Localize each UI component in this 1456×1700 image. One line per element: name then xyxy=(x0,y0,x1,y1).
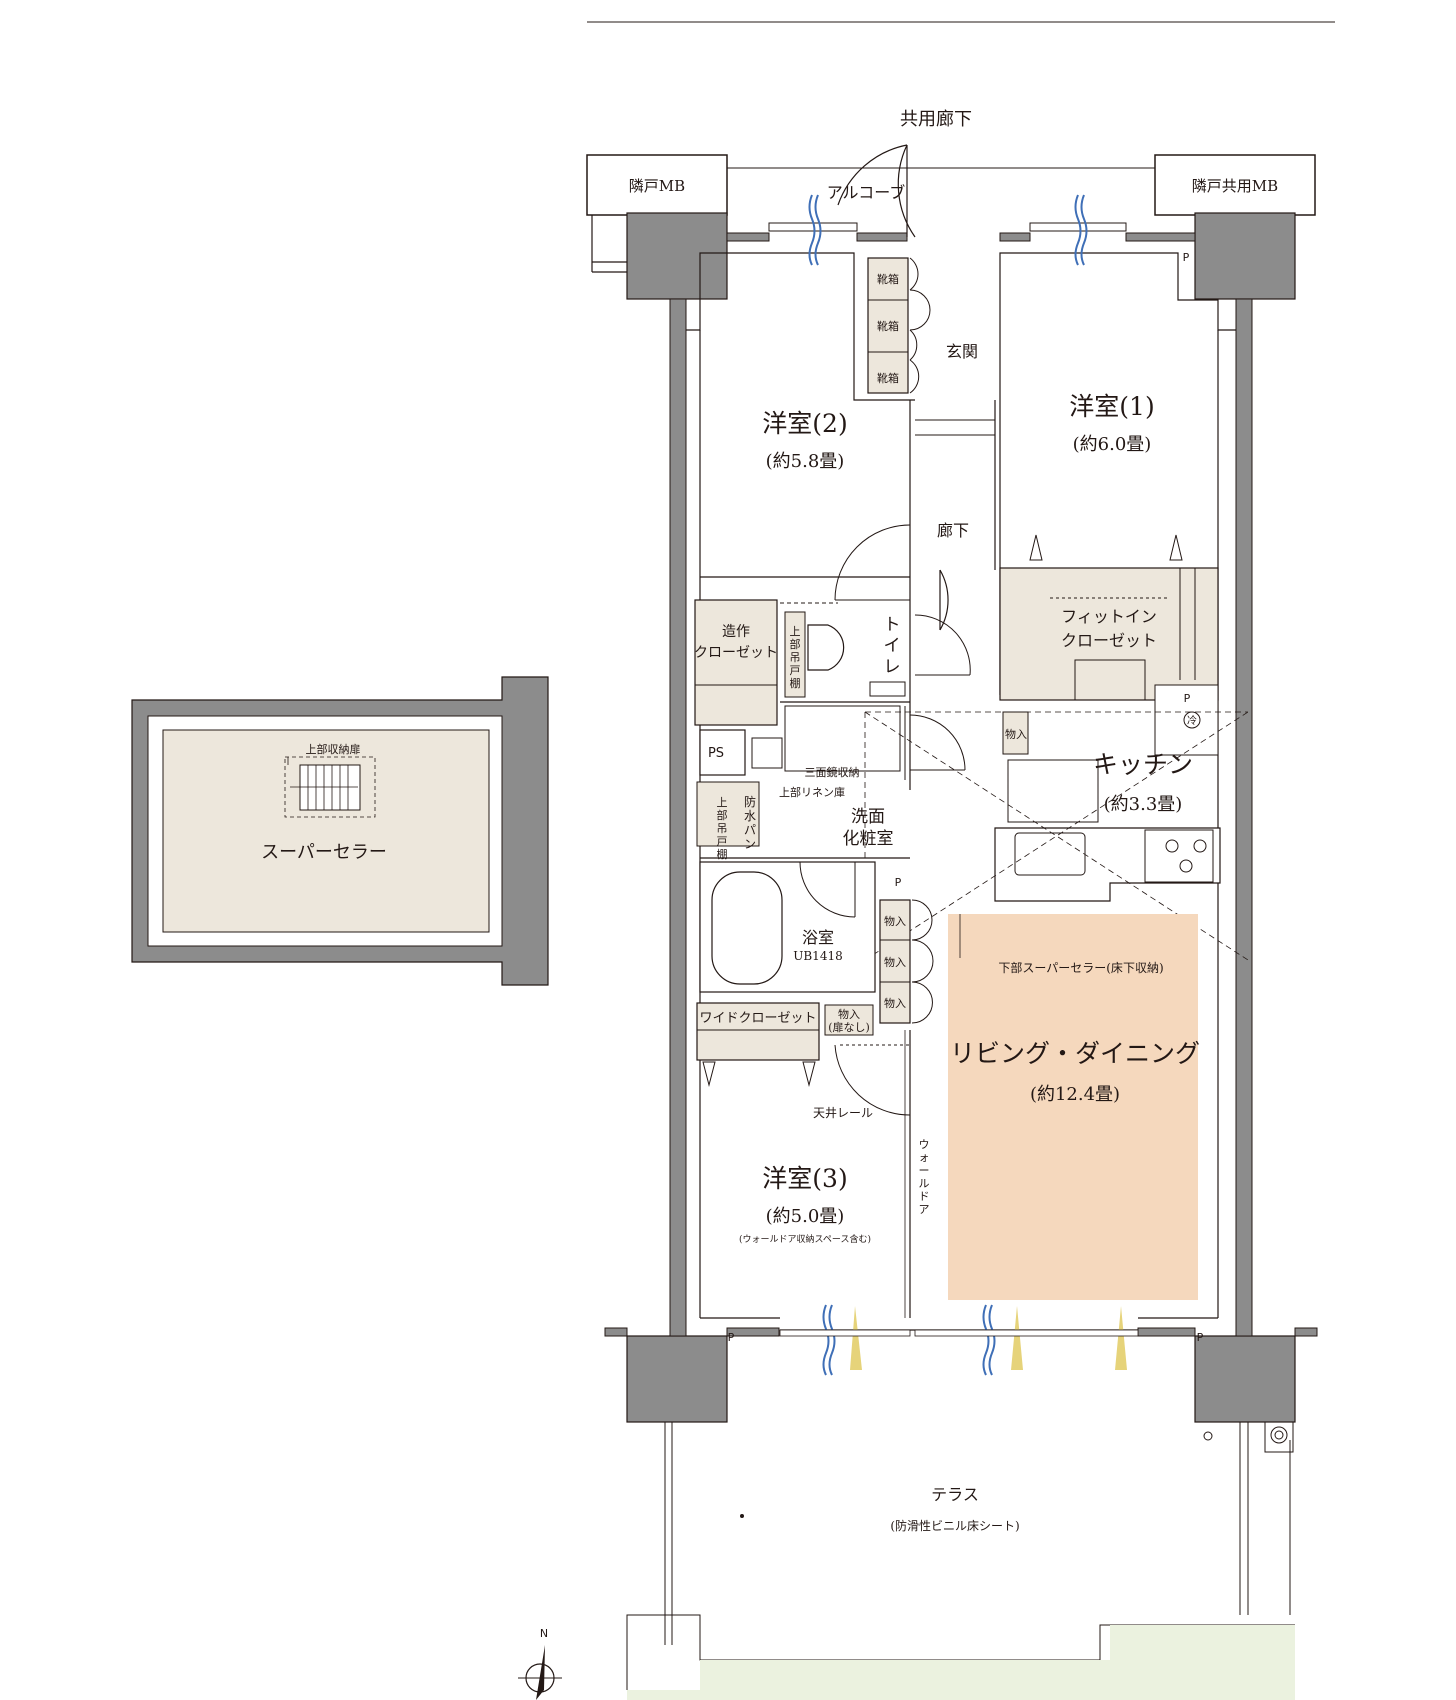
label-ceiling-rail: 天井レール xyxy=(813,1106,873,1120)
label-living-dining-size: (約12.4畳) xyxy=(1030,1084,1120,1105)
label-entrance: 玄関 xyxy=(946,342,978,361)
label-storage-3: 物入 xyxy=(884,996,906,1010)
neighbor-common-mb-box xyxy=(1154,154,1316,216)
label-alcove: アルコーブ xyxy=(827,183,906,202)
label-western-room-3-note: (ウォールドア収納スペース含む) xyxy=(739,1233,871,1245)
windows-top xyxy=(768,194,1127,266)
label-wall-door: ウォールドア xyxy=(919,1138,930,1216)
label-shoe-box-1: 靴箱 xyxy=(877,272,899,286)
label-terrace-note: (防滑性ビニル床シート) xyxy=(890,1518,1019,1533)
windows-bottom xyxy=(779,1304,1139,1376)
label-kitchen: キッチン xyxy=(1093,750,1193,779)
label-western-room-1: 洋室(1) xyxy=(1069,392,1154,421)
label-mirror-storage: 三面鏡収納 xyxy=(805,765,860,779)
front-door xyxy=(837,144,916,238)
label-refrigerator: 冷 xyxy=(1187,714,1197,727)
north-arrow-icon xyxy=(518,1645,562,1700)
label-living-dining: リビング・ダイニング xyxy=(950,1039,1200,1068)
label-upper-storage-door: 上部収納扉 xyxy=(306,742,361,756)
label-ps: PS xyxy=(708,746,724,761)
storage-units xyxy=(879,899,934,1024)
living-dining-area xyxy=(948,914,1198,1300)
label-waterproof-pan: 防水パン xyxy=(744,794,756,851)
label-shoe-box-3: 靴箱 xyxy=(877,371,899,385)
label-common-corridor: 共用廊下 xyxy=(900,109,972,130)
western-room-1 xyxy=(999,470,1219,701)
label-pipe-space-3: P xyxy=(895,876,902,889)
label-western-room-3: 洋室(3) xyxy=(762,1164,847,1193)
label-terrace: テラス xyxy=(931,1485,979,1504)
label-storage-no-door: 物入(扉なし) xyxy=(828,1007,870,1034)
label-western-room-1-size: (約6.0畳) xyxy=(1073,434,1152,455)
label-pipe-space-5: P xyxy=(1197,1331,1204,1344)
text-labels: 共用廊下 隣戸MB 隣戸共用MB アルコーブ 靴箱 靴箱 靴箱 玄関 廊下 洋室… xyxy=(261,109,1278,1640)
label-storage-1: 物入 xyxy=(884,914,906,928)
label-storage-kitchen: 物入 xyxy=(1005,727,1027,741)
label-pipe-space-1: P xyxy=(1183,251,1190,264)
label-hallway: 廊下 xyxy=(937,521,969,540)
label-upper-cabinet-2: 上部吊戸棚 xyxy=(717,796,728,861)
washroom xyxy=(696,705,966,859)
label-neighbor-common-mb: 隣戸共用MB xyxy=(1192,177,1278,195)
shoe-boxes xyxy=(867,257,996,470)
label-western-room-2-size: (約5.8畳) xyxy=(766,451,845,472)
label-super-cellar: スーパーセラー xyxy=(261,842,387,863)
label-wide-closet: ワイドクローゼット xyxy=(699,1011,816,1026)
label-shoe-box-2: 靴箱 xyxy=(877,319,899,333)
hallway-lines xyxy=(939,470,996,631)
label-built-in-closet: 造作クローゼット xyxy=(694,624,778,661)
label-bathroom: 浴室 xyxy=(802,928,834,947)
label-pipe-space-4: P xyxy=(728,1331,735,1344)
exterior-walls xyxy=(604,232,1318,1337)
label-toilet: トイレ xyxy=(884,615,901,677)
label-kitchen-size: (約3.3畳) xyxy=(1104,794,1183,815)
label-fit-in-closet: フィットインクローゼット xyxy=(1061,607,1157,650)
label-western-room-2: 洋室(2) xyxy=(762,409,847,438)
label-bathroom-unit: UB1418 xyxy=(793,949,842,963)
label-washroom: 洗面化粧室 xyxy=(843,807,894,849)
label-upper-linen: 上部リネン庫 xyxy=(779,785,845,799)
label-western-room-3-size: (約5.0畳) xyxy=(766,1206,845,1227)
label-under-floor-cellar: 下部スーパーセラー(床下収納) xyxy=(998,960,1163,975)
closet-toilet xyxy=(694,599,971,726)
bathroom xyxy=(699,861,876,993)
label-storage-2: 物入 xyxy=(884,955,906,969)
super-cellar-detail xyxy=(131,676,549,986)
kitchen xyxy=(864,684,1249,961)
western-room-3 xyxy=(696,1002,911,1318)
label-neighbor-mb: 隣戸MB xyxy=(629,177,685,195)
pillars xyxy=(626,212,1296,1423)
label-north: N xyxy=(540,1627,548,1640)
garden-area xyxy=(627,1625,1295,1700)
label-upper-cabinet-1: 上部吊戸棚 xyxy=(790,625,801,690)
label-pipe-space-2: P xyxy=(1184,692,1191,705)
